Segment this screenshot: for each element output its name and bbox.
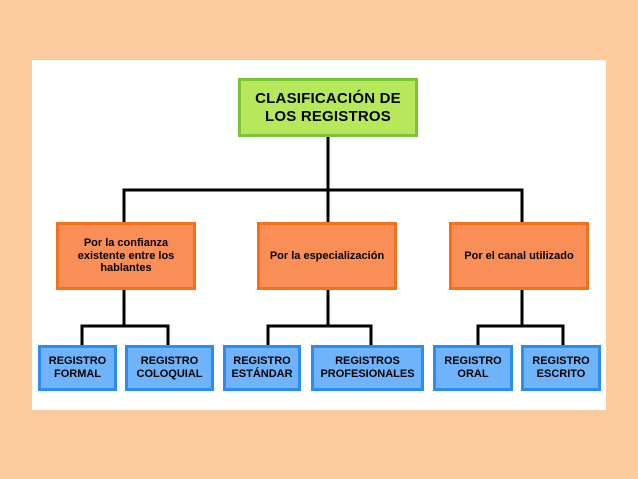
leaf-node-coloquial: REGISTRO COLOQUIAL <box>125 345 214 391</box>
leaf-node-estandar: REGISTRO ESTÁNDAR <box>223 345 301 391</box>
branch-node-confianza: Por la confianza existente entre los hab… <box>56 222 196 290</box>
leaf-node-escrito: REGISTRO ESCRITO <box>521 345 601 391</box>
branch-node-especializacion: Por la especialización <box>257 222 397 290</box>
leaf-node-formal: REGISTRO FORMAL <box>38 345 117 391</box>
leaf-node-profesionales: REGISTROS PROFESIONALES <box>311 345 424 391</box>
leaf-node-oral: REGISTRO ORAL <box>433 345 513 391</box>
root-node: CLASIFICACIÓN DE LOS REGISTROS <box>238 78 418 137</box>
branch-node-canal: Por el canal utilizado <box>449 222 589 290</box>
